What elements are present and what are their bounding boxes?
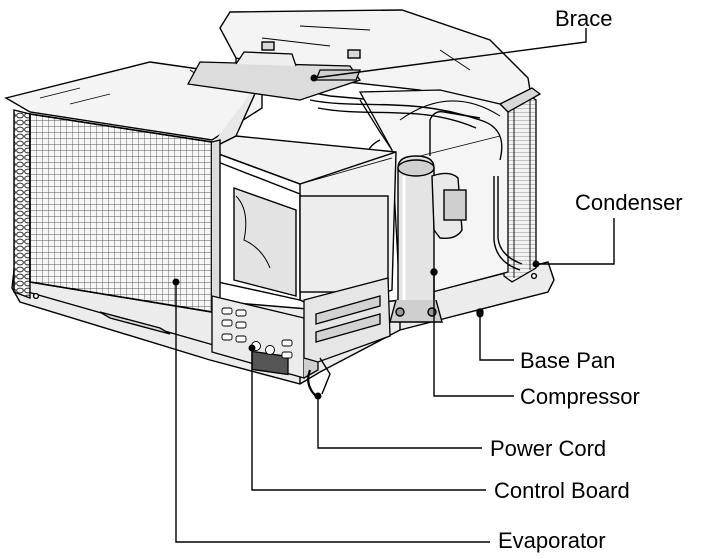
power-cord-leader xyxy=(317,396,482,449)
label-control-board: Control Board xyxy=(494,478,630,503)
control-board-leader xyxy=(251,348,486,491)
compressor-leader xyxy=(433,272,514,397)
condenser-leader xyxy=(536,218,615,265)
electrical-bracket xyxy=(303,277,391,399)
refrigerant-tubing xyxy=(309,99,523,271)
condenser-coil xyxy=(498,87,542,283)
base-pan-leader xyxy=(479,314,514,361)
label-condenser: Condenser xyxy=(575,190,683,215)
brace xyxy=(186,51,362,101)
label-compressor: Compressor xyxy=(520,384,640,409)
leader-lines xyxy=(175,28,615,543)
control-enclosure xyxy=(206,135,397,315)
label-evaporator: Evaporator xyxy=(498,528,606,553)
label-brace: Brace xyxy=(555,6,613,31)
leader-dots xyxy=(172,74,540,400)
brace-leader xyxy=(313,28,587,79)
label-base-pan: Base Pan xyxy=(520,348,616,373)
control-board xyxy=(211,295,319,379)
evaporator-leader xyxy=(175,282,490,543)
label-power-cord: Power Cord xyxy=(490,436,607,461)
compressor xyxy=(389,155,467,323)
